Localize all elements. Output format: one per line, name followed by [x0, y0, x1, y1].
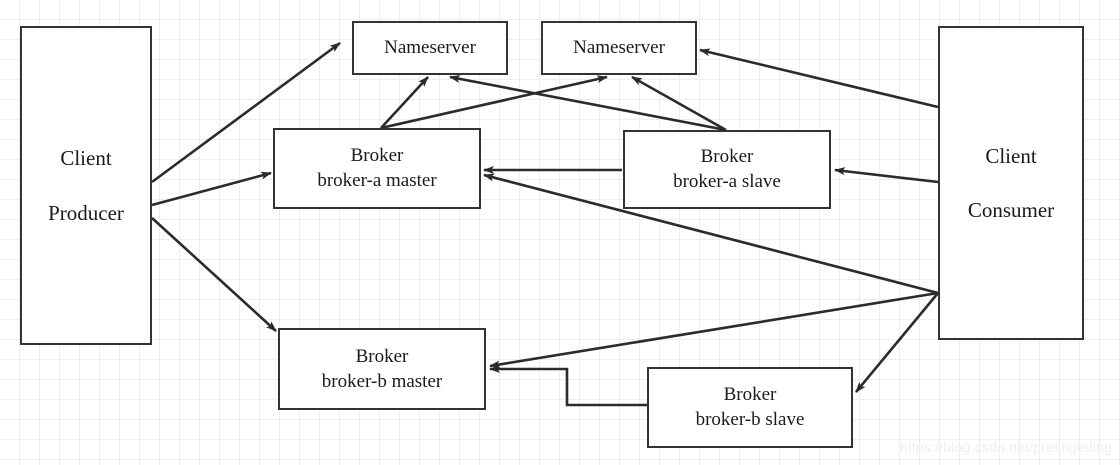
watermark-text: https://blog.csdn.net/prestigeding	[899, 439, 1112, 455]
node-client-producer-line1: Client	[60, 146, 112, 171]
node-broker-b-master-line2: broker-b master	[321, 370, 443, 392]
node-broker-b-slave[interactable]: Broker broker-b slave	[647, 367, 853, 448]
edge-consumer-to-broker-a-slave	[834, 167, 939, 184]
edge-broker-a-master-to-nameserver-right	[380, 75, 608, 130]
node-broker-b-master-line1: Broker	[355, 345, 409, 367]
edge-producer-to-broker-a-master	[151, 171, 272, 207]
node-nameserver-right-label: Nameserver	[573, 37, 665, 59]
node-nameserver-right[interactable]: Nameserver	[541, 21, 697, 75]
node-broker-a-slave-line2: broker-a slave	[673, 171, 781, 192]
node-broker-b-slave-line1: Broker	[723, 384, 777, 406]
edge-consumer-to-broker-b-slave	[854, 292, 940, 393]
node-broker-a-master[interactable]: Broker broker-a master	[273, 128, 481, 209]
edge-broker-a-slave-to-nameserver-right	[631, 75, 727, 132]
node-broker-a-master-line2: broker-a master	[317, 170, 437, 191]
edge-producer-to-broker-b-master	[151, 217, 277, 332]
node-client-producer-line2: Producer	[48, 200, 124, 225]
edge-broker-b-slave-to-broker-b-master	[489, 365, 647, 407]
edge-consumer-to-broker-b-master	[489, 291, 939, 369]
node-broker-b-master[interactable]: Broker broker-b master	[278, 328, 486, 410]
node-nameserver-left-label: Nameserver	[384, 37, 476, 59]
node-broker-a-slave[interactable]: Broker broker-a slave	[623, 130, 831, 209]
edge-broker-a-slave-to-nameserver-left	[449, 74, 727, 132]
edge-broker-a-master-to-nameserver-left	[380, 76, 429, 129]
node-client-producer[interactable]: Client Producer	[20, 26, 152, 345]
node-broker-a-master-line1: Broker	[350, 145, 404, 167]
node-broker-b-slave-line2: broker-b slave	[695, 409, 805, 430]
node-nameserver-left[interactable]: Nameserver	[352, 21, 508, 75]
node-client-consumer-line1: Client	[985, 143, 1037, 168]
edge-consumer-to-nameserver-right	[699, 48, 939, 109]
node-client-consumer[interactable]: Client Consumer	[938, 26, 1084, 340]
node-client-consumer-line2: Consumer	[967, 198, 1055, 222]
node-broker-a-slave-line1: Broker	[700, 146, 754, 168]
